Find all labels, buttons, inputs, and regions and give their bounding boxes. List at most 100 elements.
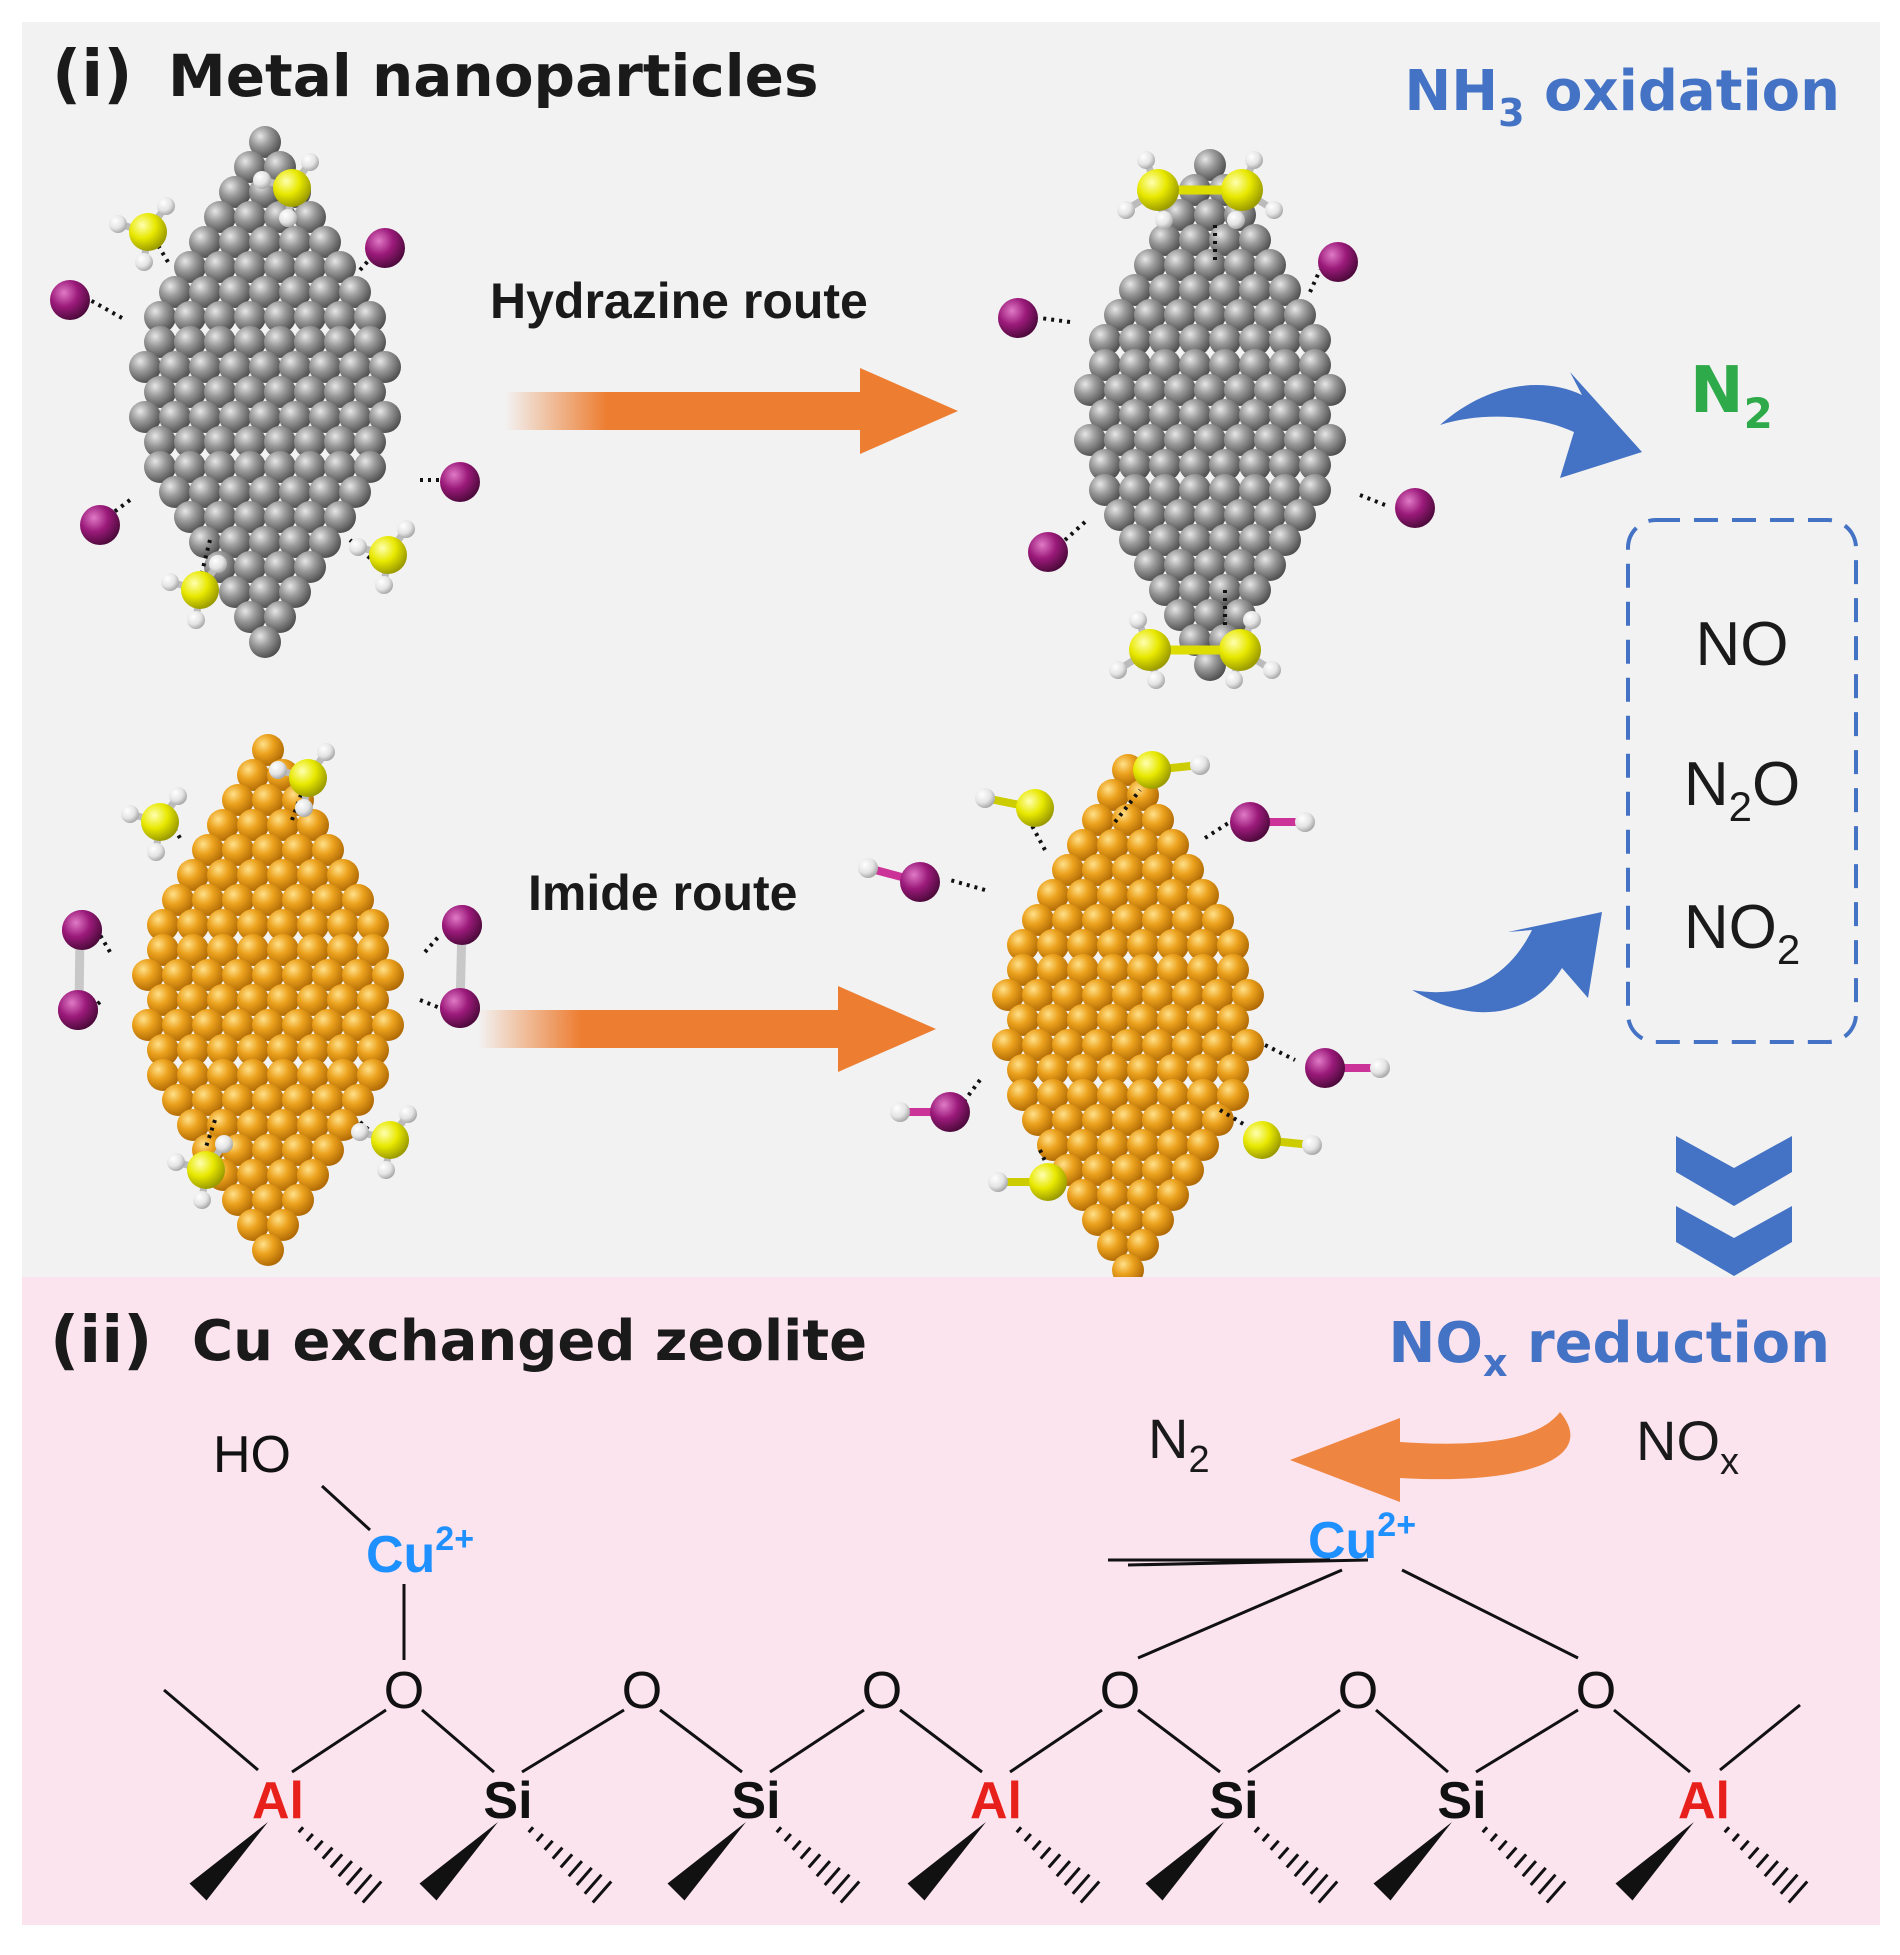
framework-bond — [337, 1860, 354, 1878]
metal-atom — [297, 1059, 329, 1091]
metal-atom — [267, 1059, 299, 1091]
framework-bond — [1247, 1708, 1341, 1774]
metal-atom — [312, 959, 344, 991]
metal-atom — [327, 1059, 359, 1091]
metal-atom — [1172, 854, 1204, 886]
adsorption-bond — [203, 1119, 217, 1151]
metal-atom — [1209, 224, 1241, 256]
metal-atom — [282, 1084, 314, 1116]
silicon-atom-label: Si — [483, 1772, 532, 1830]
metal-atom — [327, 1034, 359, 1066]
metal-atom — [144, 426, 176, 458]
framework-bond — [1015, 1826, 1023, 1834]
framework-bond — [1071, 1873, 1091, 1895]
aluminum-atom-label: Al — [970, 1772, 1022, 1830]
metal-atom — [1194, 374, 1226, 406]
framework-bond — [1755, 1853, 1770, 1869]
silicon-atom-label: Si — [731, 1772, 780, 1830]
framework-bond — [1613, 1708, 1691, 1774]
metal-atom — [1232, 1029, 1264, 1061]
metal-atom — [1164, 549, 1196, 581]
metal-atom — [357, 934, 389, 966]
metal-atom — [1209, 324, 1241, 356]
metal-atom — [177, 1059, 209, 1091]
hydrogen-atom — [988, 1172, 1008, 1192]
aluminum-atom-label: Al — [252, 1772, 304, 1830]
nox-reactant: NOx — [1636, 1409, 1739, 1483]
framework-bond — [297, 1826, 305, 1834]
metal-atom — [1269, 449, 1301, 481]
metal-atom — [357, 1059, 389, 1091]
metal-atom — [279, 576, 311, 608]
metal-atom — [1037, 929, 1069, 961]
metal-atom — [237, 1109, 269, 1141]
metal-atom — [207, 909, 239, 941]
hydrogen-atom — [1265, 201, 1283, 219]
framework-bond — [823, 1866, 841, 1886]
metal-atom — [294, 301, 326, 333]
metal-atom — [219, 226, 251, 258]
metal-atom — [354, 326, 386, 358]
framework-bond — [1763, 1860, 1780, 1878]
metal-atom — [294, 501, 326, 533]
metal-atom — [264, 501, 296, 533]
hydrogen-atom — [215, 1135, 233, 1153]
metal-atom — [294, 551, 326, 583]
metal-atom — [1239, 224, 1271, 256]
framework-bond — [1521, 1860, 1538, 1878]
hydrogen-atom — [1263, 661, 1281, 679]
metal-atom — [357, 984, 389, 1016]
metal-atom — [252, 884, 284, 916]
metal-atom — [992, 1029, 1024, 1061]
oxygen-atom — [1318, 242, 1358, 282]
metal-atom — [222, 784, 254, 816]
metal-atom — [1157, 1129, 1189, 1161]
metal-atom — [1142, 1104, 1174, 1136]
metal-atom — [264, 451, 296, 483]
hydrogen-atom — [375, 576, 393, 594]
metal-atom — [1179, 449, 1211, 481]
hydrogen-atom — [1147, 671, 1165, 689]
metal-atom — [1254, 299, 1286, 331]
metal-atom — [1089, 349, 1121, 381]
oxygen-atom — [440, 988, 480, 1028]
metal-atom — [1097, 1079, 1129, 1111]
metal-atom — [1269, 274, 1301, 306]
adsorption-bond — [419, 998, 441, 1010]
metal-atom — [267, 909, 299, 941]
hydrogen-atom — [269, 761, 287, 779]
metal-atom — [327, 909, 359, 941]
hydrogen-atom — [1245, 151, 1263, 169]
metal-atom — [207, 1109, 239, 1141]
metal-atom — [1299, 324, 1331, 356]
framework-bond — [1401, 1568, 1579, 1660]
adsorption-bond — [1203, 820, 1232, 840]
nox-reduction-title: NOx reduction — [1388, 1311, 1830, 1385]
hydrogen-atom — [1155, 211, 1173, 229]
metal-atom — [159, 476, 191, 508]
framework-bond — [831, 1873, 851, 1895]
framework-bond — [1047, 1853, 1062, 1869]
metal-atom — [1067, 1004, 1099, 1036]
metal-atom — [252, 1009, 284, 1041]
metal-atom — [1112, 979, 1144, 1011]
metal-atom — [1239, 449, 1271, 481]
framework-bond — [527, 1826, 535, 1834]
metal-atom — [132, 1009, 164, 1041]
metal-atom — [207, 859, 239, 891]
framework-bond — [1023, 1833, 1032, 1843]
metal-atom — [1194, 424, 1226, 456]
metal-atom — [174, 301, 206, 333]
metal-atom — [234, 376, 266, 408]
metal-atom — [132, 959, 164, 991]
metal-atom — [1179, 349, 1211, 381]
metal-atom — [1067, 929, 1099, 961]
metal-atom — [1127, 1054, 1159, 1086]
metal-atom — [1089, 399, 1121, 431]
metal-atom — [1254, 249, 1286, 281]
metal-atom — [1164, 249, 1196, 281]
metal-atom — [207, 984, 239, 1016]
metal-atom — [1187, 954, 1219, 986]
wedge-bond — [419, 1822, 498, 1901]
metal-atom — [264, 301, 296, 333]
